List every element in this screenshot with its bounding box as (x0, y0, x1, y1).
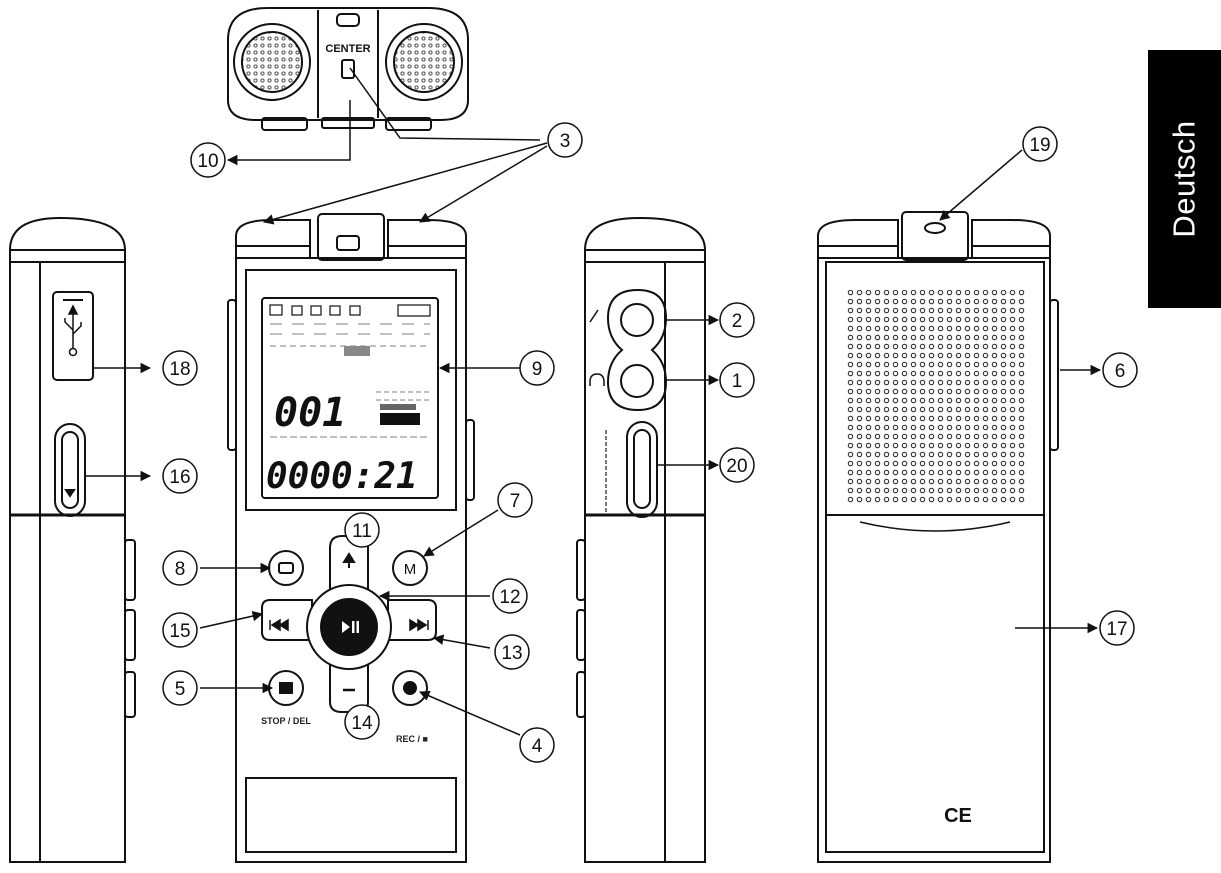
record-button (392, 670, 428, 706)
callout-5: 5 (162, 670, 198, 706)
callout-4: 4 (519, 727, 555, 763)
svg-text:3: 3 (560, 131, 571, 152)
mode-button-letter: M (404, 561, 417, 578)
rewind-icon (269, 618, 289, 632)
svg-text:7: 7 (510, 491, 521, 512)
callout-13: 13 (494, 634, 530, 670)
svg-text:20: 20 (726, 456, 747, 477)
top-view (227, 7, 469, 131)
svg-text:17: 17 (1106, 619, 1127, 640)
callout-10: 10 (190, 142, 226, 178)
callout-16: 16 (162, 458, 198, 494)
mode-button (392, 550, 428, 586)
callout-19: 19 (1022, 126, 1058, 162)
center-label: CENTER (325, 43, 370, 55)
svg-text:4: 4 (532, 736, 543, 757)
svg-text:15: 15 (169, 621, 190, 642)
mic-headphone-ports (606, 288, 668, 412)
callout-3: 3 (547, 122, 583, 158)
callout-2: 2 (719, 302, 755, 338)
callout-14: 14 (344, 704, 380, 740)
callout-6: 6 (1102, 352, 1138, 388)
callout-12: 12 (492, 578, 528, 614)
lcd-counter: 001 (274, 390, 346, 436)
ce-mark: CE (944, 805, 972, 827)
stop-delete-button (268, 670, 304, 706)
direction-pad (261, 535, 437, 713)
svg-text:10: 10 (197, 151, 218, 172)
svg-text:12: 12 (499, 587, 520, 608)
headphone-jack-icon (589, 373, 605, 386)
svg-text:6: 6 (1115, 361, 1126, 382)
front-view (227, 213, 475, 863)
back-view (817, 211, 1059, 863)
speaker-switch (626, 421, 658, 518)
right-microphone-icon (385, 23, 463, 101)
svg-text:14: 14 (351, 713, 373, 734)
menu-button (268, 550, 304, 586)
svg-text:5: 5 (175, 679, 186, 700)
lcd-screen (261, 297, 439, 499)
callout-11: 11 (344, 512, 380, 548)
left-side-view (9, 216, 136, 863)
callout-20: 20 (719, 447, 755, 483)
speaker-grille (845, 290, 1025, 505)
svg-text:18: 18 (169, 359, 190, 380)
rec-label: REC / ■ (396, 734, 428, 744)
leader-lines (84, 67, 1102, 736)
hold-switch (54, 423, 86, 517)
svg-text:8: 8 (175, 559, 186, 580)
callout-15: 15 (162, 612, 198, 648)
right-side-view (576, 216, 706, 863)
left-microphone-icon (233, 23, 311, 101)
svg-text:1: 1 (732, 371, 743, 392)
svg-text:9: 9 (532, 359, 543, 380)
callout-1: 1 (719, 362, 755, 398)
language-tab: Deutsch (1148, 50, 1221, 308)
callout-8: 8 (162, 550, 198, 586)
callout-9: 9 (519, 350, 555, 386)
callout-18: 18 (162, 350, 198, 386)
svg-text:16: 16 (169, 467, 190, 488)
lanyard-hole (924, 222, 946, 234)
callout-17: 17 (1099, 610, 1135, 646)
lcd-time: 0000:21 (266, 456, 418, 497)
microphone-jack-icon (589, 309, 599, 323)
svg-text:19: 19 (1029, 135, 1050, 156)
usb-icon (64, 304, 82, 357)
callout-7: 7 (497, 482, 533, 518)
callouts: 1 2 3 4 5 6 7 8 9 10 11 12 13 14 15 16 1… (162, 122, 1138, 763)
center-led (341, 59, 355, 79)
fast-forward-icon (409, 618, 429, 632)
svg-text:11: 11 (352, 521, 372, 542)
battery-icon (397, 304, 431, 317)
svg-text:13: 13 (501, 643, 522, 664)
volume-up-icon (342, 552, 356, 563)
svg-text:2: 2 (732, 311, 743, 332)
stop-del-label: STOP / DEL (261, 716, 311, 726)
usb-port-cover (52, 291, 94, 381)
